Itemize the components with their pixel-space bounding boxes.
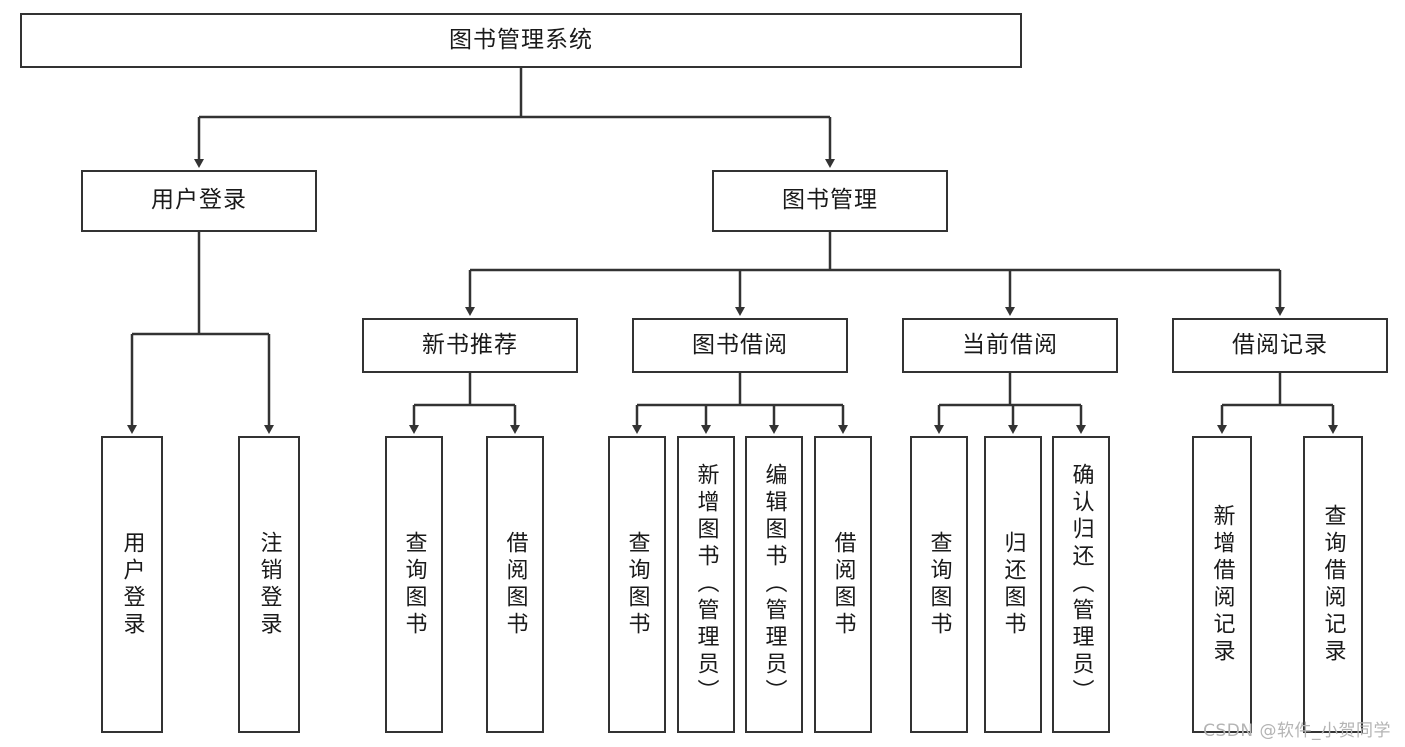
node-current-borrow-label: 当前借阅 [962,331,1058,358]
leaf-add-book-admin[interactable]: 新增图书（管理员） [677,436,735,733]
leaf-borrow-book-label: 借阅图书 [830,530,856,639]
node-new-book-recommend-label: 新书推荐 [422,331,518,358]
node-book-borrow[interactable]: 图书借阅 [632,318,848,373]
leaf-borrow-book-recommend[interactable]: 借阅图书 [486,436,544,733]
node-user-login-label: 用户登录 [151,187,247,214]
leaf-logout-label: 注销登录 [256,530,282,639]
leaf-return-book[interactable]: 归还图书 [984,436,1042,733]
leaf-edit-book-admin-label: 编辑图书（管理员） [761,463,787,706]
node-root[interactable]: 图书管理系统 [20,13,1022,68]
node-user-login[interactable]: 用户登录 [81,170,317,232]
node-new-book-recommend[interactable]: 新书推荐 [362,318,578,373]
leaf-query-borrow-record[interactable]: 查询借阅记录 [1303,436,1363,733]
node-borrow-record[interactable]: 借阅记录 [1172,318,1388,373]
leaf-logout[interactable]: 注销登录 [238,436,300,733]
leaf-borrow-book[interactable]: 借阅图书 [814,436,872,733]
leaf-borrow-book-recommend-label: 借阅图书 [502,530,528,639]
leaf-confirm-return-admin[interactable]: 确认归还（管理员） [1052,436,1110,733]
leaf-query-book-recommend[interactable]: 查询图书 [385,436,443,733]
leaf-edit-book-admin[interactable]: 编辑图书（管理员） [745,436,803,733]
leaf-query-book-recommend-label: 查询图书 [401,530,427,639]
leaf-query-book-current[interactable]: 查询图书 [910,436,968,733]
leaf-query-book-current-label: 查询图书 [926,530,952,639]
leaf-query-book-borrow[interactable]: 查询图书 [608,436,666,733]
leaf-add-borrow-record-label: 新增借阅记录 [1209,503,1235,666]
node-book-borrow-label: 图书借阅 [692,331,788,358]
leaf-confirm-return-admin-label: 确认归还（管理员） [1068,463,1094,706]
leaf-return-book-label: 归还图书 [1000,530,1026,639]
node-borrow-record-label: 借阅记录 [1232,331,1328,358]
node-book-management[interactable]: 图书管理 [712,170,948,232]
watermark: CSDN @软件_小贺同学 [1203,721,1391,741]
node-current-borrow[interactable]: 当前借阅 [902,318,1118,373]
leaf-query-book-borrow-label: 查询图书 [624,530,650,639]
node-root-label: 图书管理系统 [449,26,593,53]
leaf-add-book-admin-label: 新增图书（管理员） [693,463,719,706]
leaf-user-login[interactable]: 用户登录 [101,436,163,733]
leaf-user-login-label: 用户登录 [119,530,145,639]
leaf-query-borrow-record-label: 查询借阅记录 [1320,503,1346,666]
node-book-management-label: 图书管理 [782,187,878,214]
leaf-add-borrow-record[interactable]: 新增借阅记录 [1192,436,1252,733]
